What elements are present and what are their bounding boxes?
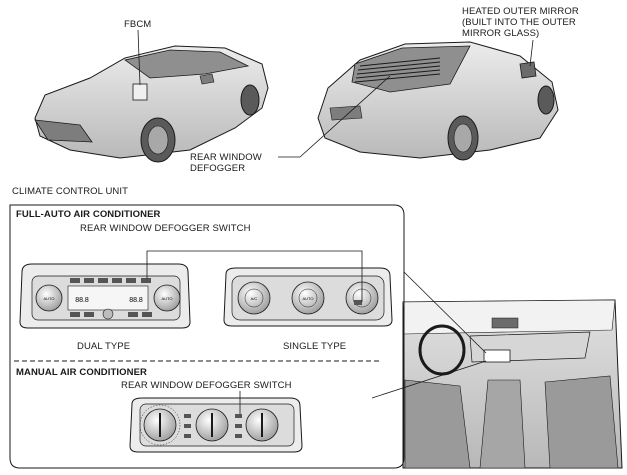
dual-type-label: DUAL TYPE [77,341,131,352]
dual-defogger-switch [141,278,151,283]
dual-left-knob [35,284,63,312]
dual-btn [70,278,80,283]
dual-btn [126,278,136,283]
full-auto-switch-label: REAR WINDOW DEFOGGER SWITCH [80,223,251,234]
defogger-leader-line [278,75,391,158]
single-left-knob [237,281,271,315]
fbcm-leader-line [137,29,141,86]
callout-lower [371,360,487,399]
mirror-leader-line [529,39,534,67]
single-defogger-switch [354,300,362,305]
dual-btn [112,278,122,283]
rear-car-illustration [317,41,559,161]
climate-unit-frame [9,204,405,469]
manual-defogger-switch [235,414,242,418]
dual-btn [84,278,94,283]
interior-climate-unit [483,349,511,363]
single-type-panel [223,267,393,327]
single-center-knob [291,281,325,315]
dual-left-knob-text: AUTO [43,296,54,301]
outer-mirror-icon [519,61,537,79]
fbcm-module-icon [132,83,148,101]
dual-btn [142,312,152,317]
dual-btn [98,278,108,283]
front-car-illustration [34,45,269,163]
manual-switch-label: REAR WINDOW DEFOGGER SWITCH [121,380,292,391]
full-auto-heading: FULL-AUTO AIR CONDITIONER [16,209,161,220]
single-type-label: SINGLE TYPE [283,341,347,352]
fbcm-label: FBCM [124,19,152,30]
dual-btn [70,312,80,317]
single-ac-text: A/C [251,296,258,301]
single-auto-text: AUTO [302,296,313,301]
callout-upper [403,271,487,354]
dual-type-panel [19,263,191,329]
manual-heading: MANUAL AIR CONDITIONER [16,367,147,378]
dual-right-temp: 88.8 [129,297,143,304]
dual-btn [128,312,138,317]
heated-mirror-label: HEATED OUTER MIRROR (BUILT INTO THE OUTE… [462,6,579,39]
dual-left-temp: 88.8 [75,297,89,304]
defogger-grid-lines [354,57,441,83]
manual-panel [129,397,303,453]
dual-right-knob-text: AUTO [161,296,172,301]
interior-illustration [402,299,623,469]
full-auto-switch-bracket [146,250,363,302]
dual-btn [84,312,94,317]
climate-unit-label: CLIMATE CONTROL UNIT [12,186,129,197]
dual-right-knob [153,284,181,312]
dual-display [67,285,149,311]
rear-defogger-label: REAR WINDOW DEFOGGER [190,152,262,174]
